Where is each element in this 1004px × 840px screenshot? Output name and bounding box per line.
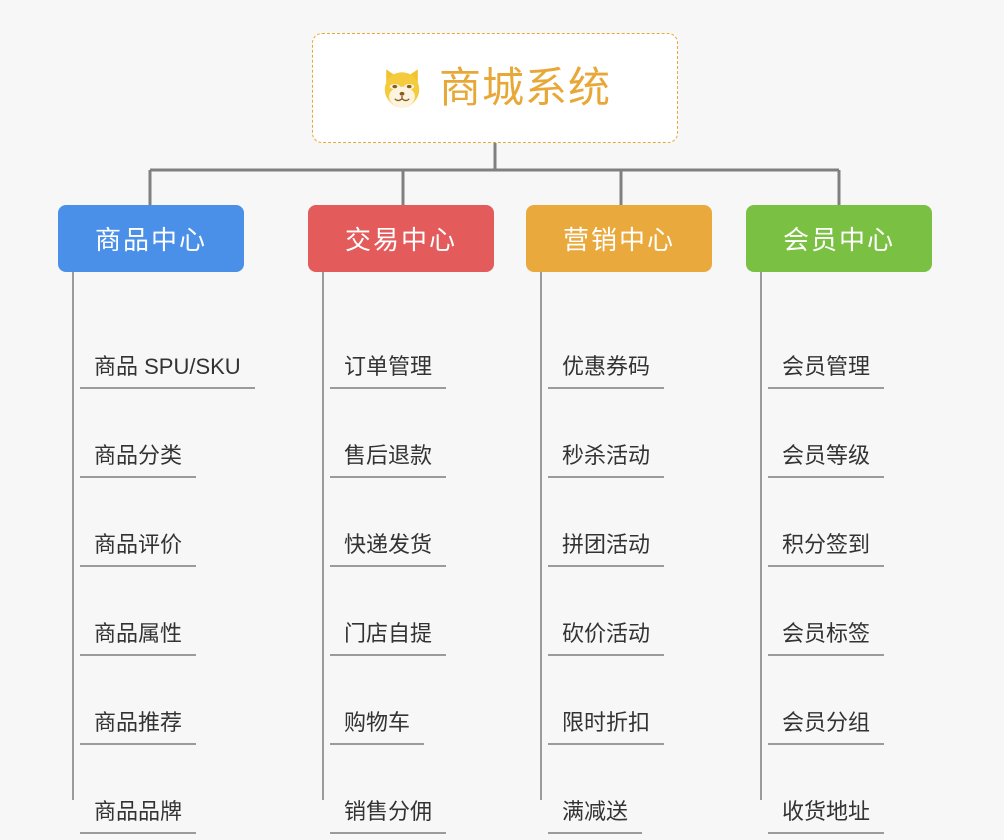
leaf-item[interactable]: 门店自提 — [308, 567, 494, 656]
leaf-item[interactable]: 优惠券码 — [526, 300, 712, 389]
leaf-item[interactable]: 会员分组 — [746, 656, 932, 745]
leaf-label: 快递发货 — [330, 532, 447, 567]
leaf-label: 会员分组 — [768, 710, 885, 745]
leaf-label: 砍价活动 — [548, 621, 665, 656]
leaf-item[interactable]: 商品属性 — [58, 567, 244, 656]
branch-items-3: 会员管理 会员等级 积分签到 会员标签 会员分组 收货地址 — [746, 272, 932, 834]
leaf-item[interactable]: 商品品牌 — [58, 745, 244, 834]
leaf-label: 满减送 — [548, 799, 643, 834]
branch-header-0[interactable]: 商品中心 — [58, 205, 244, 272]
leaf-item[interactable]: 砍价活动 — [526, 567, 712, 656]
leaf-label: 积分签到 — [768, 532, 885, 567]
leaf-item[interactable]: 收货地址 — [746, 745, 932, 834]
leaf-label: 售后退款 — [330, 443, 447, 478]
leaf-label: 优惠券码 — [548, 354, 665, 389]
leaf-item[interactable]: 会员管理 — [746, 300, 932, 389]
leaf-item[interactable]: 会员标签 — [746, 567, 932, 656]
leaf-label: 收货地址 — [768, 799, 885, 834]
root-node[interactable]: 商城系统 — [312, 33, 678, 143]
leaf-item[interactable]: 限时折扣 — [526, 656, 712, 745]
leaf-item[interactable]: 商品分类 — [58, 389, 244, 478]
branch-header-3[interactable]: 会员中心 — [746, 205, 932, 272]
leaf-item[interactable]: 拼团活动 — [526, 478, 712, 567]
leaf-label: 销售分佣 — [330, 799, 447, 834]
leaf-label: 商品属性 — [80, 621, 197, 656]
leaf-item[interactable]: 秒杀活动 — [526, 389, 712, 478]
leaf-label: 门店自提 — [330, 621, 447, 656]
leaf-label: 拼团活动 — [548, 532, 665, 567]
root-title: 商城系统 — [438, 64, 611, 111]
branch-items-2: 优惠券码 秒杀活动 拼团活动 砍价活动 限时折扣 满减送 — [526, 272, 712, 834]
leaf-item[interactable]: 购物车 — [308, 656, 494, 745]
leaf-item[interactable]: 商品评价 — [58, 478, 244, 567]
leaf-item[interactable]: 售后退款 — [308, 389, 494, 478]
leaf-label: 购物车 — [330, 710, 425, 745]
leaf-label: 秒杀活动 — [548, 443, 665, 478]
branch-column-2: 营销中心 优惠券码 秒杀活动 拼团活动 砍价活动 限时折扣 满减送 — [526, 205, 712, 834]
leaf-label: 会员等级 — [768, 443, 885, 478]
leaf-item[interactable]: 商品推荐 — [58, 656, 244, 745]
leaf-item[interactable]: 快递发货 — [308, 478, 494, 567]
branch-column-1: 交易中心 订单管理 售后退款 快递发货 门店自提 购物车 销售分佣 — [308, 205, 494, 834]
leaf-label: 商品分类 — [80, 443, 197, 478]
leaf-label: 商品评价 — [80, 532, 197, 567]
branch-items-0: 商品 SPU/SKU 商品分类 商品评价 商品属性 商品推荐 商品品牌 — [58, 272, 255, 834]
shiba-dog-face-icon — [384, 69, 420, 109]
leaf-item[interactable]: 订单管理 — [308, 300, 494, 389]
leaf-item[interactable]: 销售分佣 — [308, 745, 494, 834]
leaf-item[interactable]: 满减送 — [526, 745, 712, 834]
branch-column-0: 商品中心 商品 SPU/SKU 商品分类 商品评价 商品属性 商品推荐 商品品牌 — [58, 205, 255, 834]
leaf-label: 商品 SPU/SKU — [80, 354, 255, 389]
leaf-label: 商品推荐 — [80, 710, 197, 745]
leaf-item[interactable]: 积分签到 — [746, 478, 932, 567]
branch-header-1[interactable]: 交易中心 — [308, 205, 494, 272]
leaf-item[interactable]: 会员等级 — [746, 389, 932, 478]
branch-column-3: 会员中心 会员管理 会员等级 积分签到 会员标签 会员分组 收货地址 — [746, 205, 932, 834]
leaf-label: 商品品牌 — [80, 799, 197, 834]
leaf-label: 会员管理 — [768, 354, 885, 389]
leaf-label: 限时折扣 — [548, 710, 665, 745]
branch-header-2[interactable]: 营销中心 — [526, 205, 712, 272]
branch-items-1: 订单管理 售后退款 快递发货 门店自提 购物车 销售分佣 — [308, 272, 494, 834]
leaf-item[interactable]: 商品 SPU/SKU — [58, 300, 255, 389]
leaf-label: 订单管理 — [330, 354, 447, 389]
leaf-label: 会员标签 — [768, 621, 885, 656]
